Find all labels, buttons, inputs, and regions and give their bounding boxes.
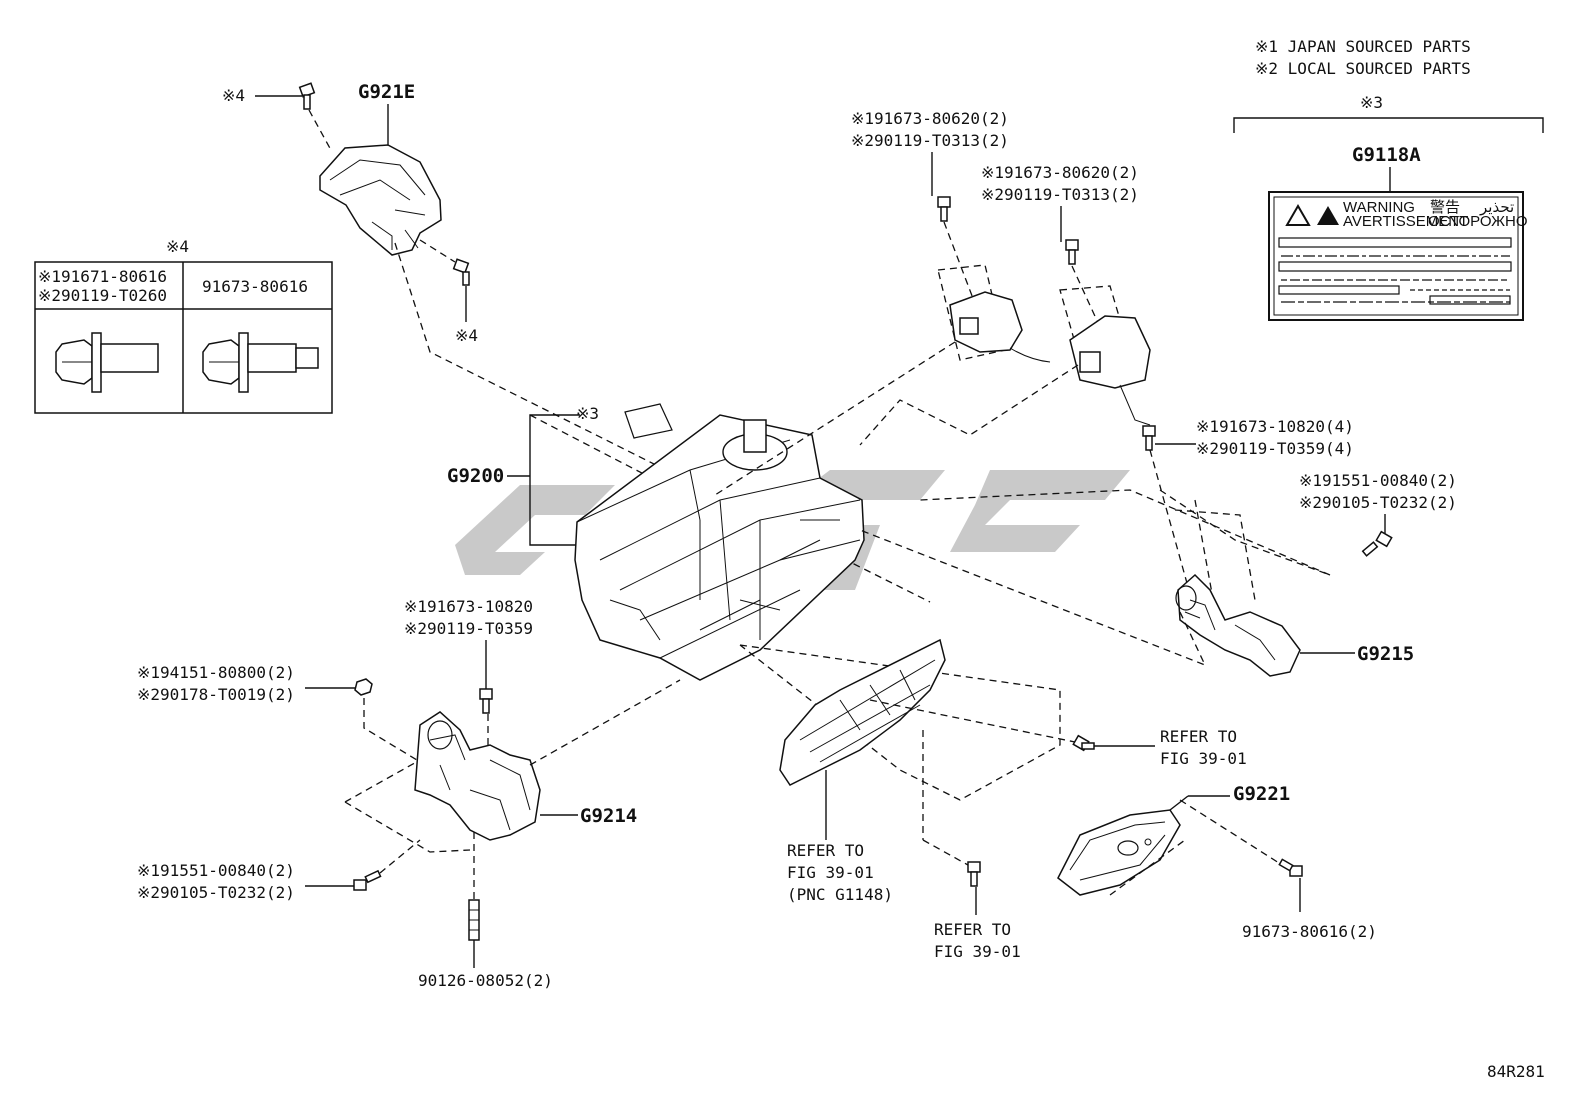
callout-g921e: G921E <box>358 81 415 103</box>
bolt-icon <box>452 258 470 286</box>
cover-plate-g9221: G9221 91673-80616(2) <box>1057 783 1377 941</box>
right-bolt-line2: ※290119-T0359(4) <box>1196 439 1354 458</box>
refer2-line3: (PNC G1148) <box>787 885 893 904</box>
bolt-icon <box>353 869 382 891</box>
stud-bolt-icon <box>468 899 480 941</box>
warning-label-inner <box>1273 196 1519 316</box>
bolt-icon <box>1361 530 1393 557</box>
bolt-icon <box>298 82 316 110</box>
bolt-icon <box>1065 239 1079 265</box>
warning-triangle-icon <box>1317 206 1339 225</box>
label-mark: ※3 <box>1360 93 1383 112</box>
warning-text-ru: ОСТОРОЖНО <box>1428 213 1528 230</box>
right-bolt-line1: ※191673-10820(4) <box>1196 417 1354 436</box>
nut-icon <box>354 678 373 696</box>
warning-text-jp: 警告 <box>1430 199 1460 216</box>
bolt-icon <box>1072 734 1095 752</box>
mark4-bolt: ※4 <box>455 326 478 345</box>
bolt-icon <box>479 688 493 714</box>
flange-bolt-stepped-icon <box>202 332 319 393</box>
legend-japan-sourced: ※1 JAPAN SOURCED PARTS <box>1255 37 1471 56</box>
warning-text-ar: تحذير <box>1479 199 1514 216</box>
callout-g9200: G9200 <box>447 465 504 487</box>
stud-part: 90126-08052(2) <box>418 971 553 990</box>
left-bolt-line2: ※290119-T0359 <box>404 619 533 638</box>
callout-g9221: G9221 <box>1233 783 1290 805</box>
right-bolt2-line2: ※290105-T0232(2) <box>1299 493 1457 512</box>
high-voltage-icon <box>1285 204 1311 226</box>
label-bracket <box>1233 117 1544 133</box>
legend-local-sourced: ※2 LOCAL SOURCED PARTS <box>1255 59 1471 78</box>
sensor1-part-line2: ※290119-T0313(2) <box>851 131 1009 150</box>
refer3-line2: FIG 39-01 <box>934 942 1021 961</box>
mark3-center: ※3 <box>576 404 599 423</box>
refer2-line1: REFER TO <box>787 841 864 860</box>
bracket-g9215: ※191673-10820(4) ※290119-T0359(4) ※19155… <box>859 417 1457 677</box>
bolt-table-right-line1: 91673-80616 <box>202 277 308 296</box>
callout-g9215: G9215 <box>1357 643 1414 665</box>
refer1-line1: REFER TO <box>1160 727 1237 746</box>
bolt-icon <box>937 196 951 222</box>
bolt-variant-table: ※4 ※191671-80616 ※290119-T0260 91673-806… <box>34 237 333 414</box>
label-code-g9118a: G9118A <box>1352 144 1421 166</box>
bolt-icon <box>1278 858 1303 877</box>
sensor2-part-line1: ※191673-80620(2) <box>981 163 1139 182</box>
nut-line1: ※194151-80800(2) <box>137 663 295 682</box>
g9221-bolt-part: 91673-80616(2) <box>1242 922 1377 941</box>
sensor2-part-line2: ※290119-T0313(2) <box>981 185 1139 204</box>
refer3-line1: REFER TO <box>934 920 1011 939</box>
nut-line2: ※290178-T0019(2) <box>137 685 295 704</box>
sensor-1: ※191673-80620(2) ※290119-T0313(2) <box>714 109 1051 496</box>
right-bolt2-line1: ※191551-00840(2) <box>1299 471 1457 490</box>
cover-g921e: ※4 G921E ※4 <box>222 81 931 603</box>
callout-g9214: G9214 <box>580 805 637 827</box>
bolt-icon <box>1142 425 1156 451</box>
bolt-icon <box>967 861 981 887</box>
bolt-table-left-line1: ※191671-80616 <box>38 267 167 286</box>
label-text-lines <box>1278 237 1512 305</box>
bolt-table-left-line2: ※290119-T0260 <box>38 286 167 305</box>
left-bolt-line1: ※191673-10820 <box>404 597 533 616</box>
figure-id: 84R281 <box>1487 1062 1545 1081</box>
bolt-table-mark: ※4 <box>166 237 189 256</box>
warning-text-en: WARNING <box>1343 199 1415 216</box>
refer2-line2: FIG 39-01 <box>787 863 874 882</box>
bracket-g9214: ※191673-10820 ※290119-T0359 ※194151-8080… <box>137 597 681 990</box>
refer1-line2: FIG 39-01 <box>1160 749 1247 768</box>
mark4-top: ※4 <box>222 86 245 105</box>
warning-label-small <box>624 403 673 439</box>
sensor1-part-line1: ※191673-80620(2) <box>851 109 1009 128</box>
lower-bolt-line2: ※290105-T0232(2) <box>137 883 295 902</box>
warning-label-group: ※3 G9118A WARNING AVERTISSEMENT 警告 ОСТОР… <box>1233 93 1544 321</box>
warning-text-fr: AVERTISSEMENT <box>1343 213 1468 230</box>
flange-bolt-icon <box>55 332 159 393</box>
sensor-2: ※191673-80620(2) ※290119-T0313(2) <box>859 163 1151 446</box>
bus-bar-bracket: REFER TO FIG 39-01 REFER TO FIG 39-01 (P… <box>739 638 1247 961</box>
inverter-assembly-g9200: G9200 ※3 <box>447 403 865 681</box>
lower-bolt-line1: ※191551-00840(2) <box>137 861 295 880</box>
